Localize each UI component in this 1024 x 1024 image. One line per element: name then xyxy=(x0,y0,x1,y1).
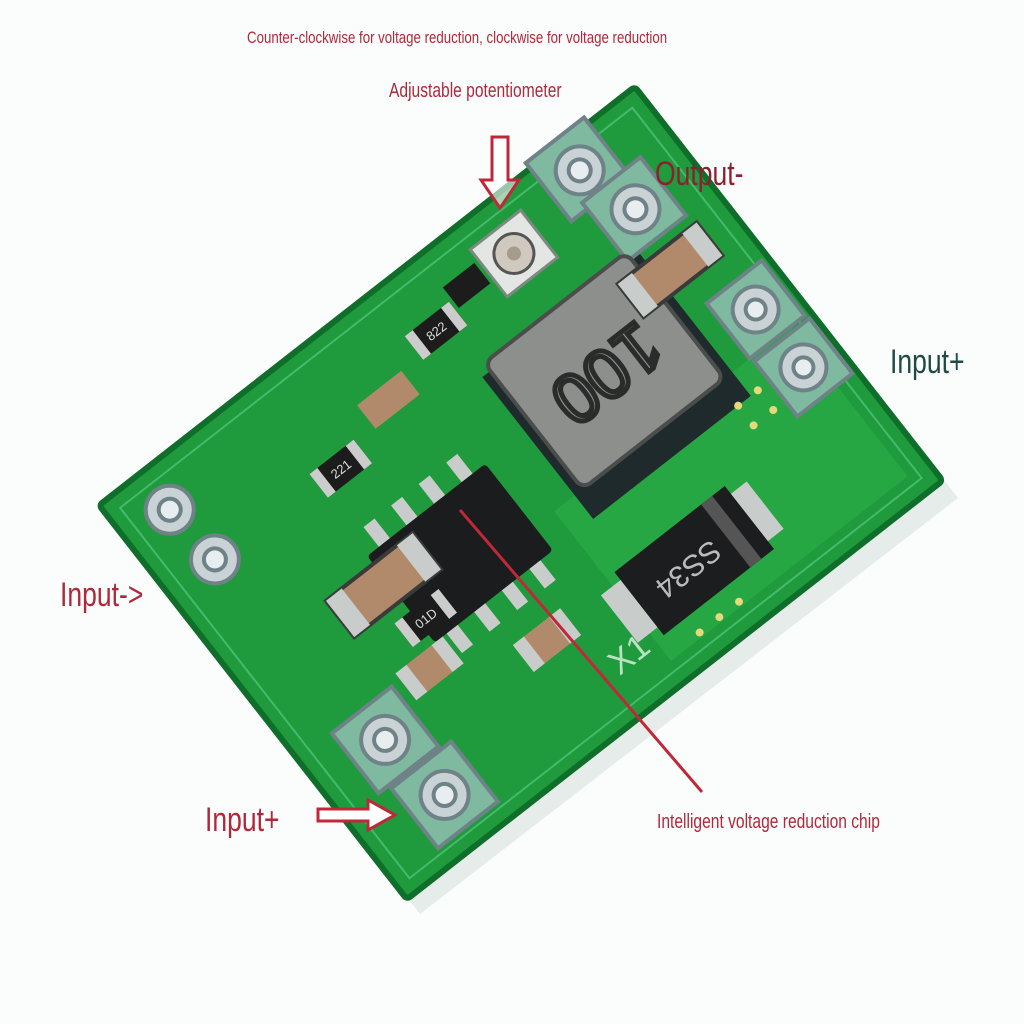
down-arrow-icon xyxy=(478,135,522,211)
input-minus-label: Input-> xyxy=(60,576,144,614)
output-minus-label: Output- xyxy=(655,155,744,193)
input-plus-pad-1 xyxy=(328,683,442,797)
input-minus-pad-1 xyxy=(143,483,196,536)
rotation-note-label: Counter-clockwise for voltage reduction,… xyxy=(247,28,668,47)
chip-label: Intelligent voltage reduction chip xyxy=(657,811,880,833)
inductor: 100 xyxy=(482,253,751,519)
input-minus-pad-2 xyxy=(188,533,241,586)
output-plus-pad xyxy=(579,154,689,264)
potentiometer-label: Adjustable potentiometer xyxy=(389,80,562,102)
input-plus-pad-right-2 xyxy=(751,315,856,420)
chip-pointer-line xyxy=(458,509,704,793)
resistors: 221 822 01D xyxy=(309,262,491,648)
potentiometer xyxy=(468,208,560,299)
input-plus-pad-right-1 xyxy=(703,257,808,362)
vias xyxy=(695,386,778,637)
capacitors xyxy=(323,219,726,701)
input-plus-right-label: Input+ xyxy=(890,343,965,381)
input-plus-pad-2 xyxy=(388,738,501,852)
output-minus-pad xyxy=(522,114,633,225)
input-plus-bottom-label: Input+ xyxy=(205,801,280,839)
pads xyxy=(143,114,856,852)
right-arrow-icon xyxy=(316,797,399,833)
ss34-diode: SS34 xyxy=(600,481,784,643)
